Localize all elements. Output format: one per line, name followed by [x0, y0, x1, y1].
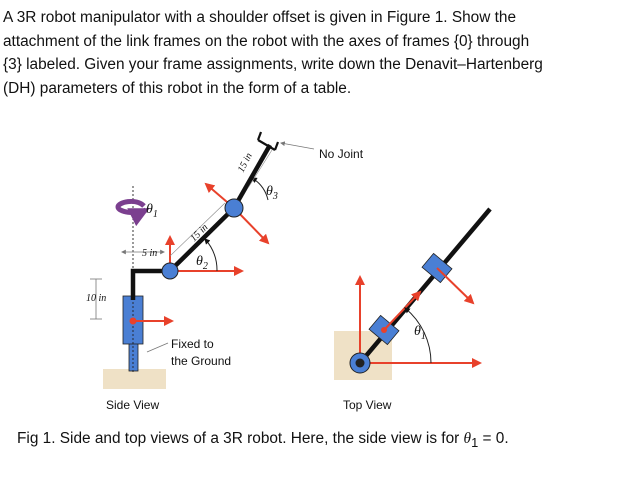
problem-statement: A 3R robot manipulator with a shoulder o… — [3, 6, 615, 100]
dim-link2-line — [169, 202, 226, 257]
side-view: θ1 θ2 θ3 10 in 5 in 15 in 15 in No Joint… — [86, 131, 364, 412]
link3 — [232, 143, 272, 210]
side-ground — [103, 369, 166, 389]
problem-line-4: (DH) parameters of this robot in the for… — [3, 79, 352, 97]
theta3-arc — [250, 177, 269, 201]
fixed-leader — [146, 342, 169, 353]
top-joint3-arrow — [436, 267, 475, 305]
top-joint2-arrow — [383, 290, 422, 331]
joint1-dot — [129, 317, 137, 325]
fixed-label-1: Fixed to — [171, 337, 214, 351]
dim-base-label: 10 in — [86, 293, 106, 304]
top-theta1-arc — [404, 307, 432, 364]
theta1-rotation-icon — [115, 198, 150, 227]
gripper — [256, 131, 280, 151]
dim-link3-label: 15 in — [236, 151, 255, 174]
theta2-label: θ2 — [196, 254, 208, 272]
link2 — [168, 206, 236, 273]
theta1-label: θ1 — [146, 202, 158, 220]
figure-caption: Fig 1. Side and top views of a 3R robot.… — [17, 430, 509, 451]
top-theta1-label: θ1 — [414, 324, 426, 342]
joint2 — [161, 262, 179, 280]
no-joint-leader — [280, 141, 315, 150]
side-view-label: Side View — [106, 398, 159, 412]
top-view: θ1 Top View — [334, 207, 492, 412]
problem-line-3: {3} labeled. Given your frame assignment… — [3, 56, 543, 73]
dim-link3-line — [247, 149, 273, 189]
fixed-label-2: the Ground — [171, 354, 231, 368]
link1 — [130, 268, 170, 300]
no-joint-label: No Joint — [319, 147, 364, 161]
problem-line-1: A 3R robot manipulator with a shoulder o… — [3, 9, 517, 26]
theta2-arc — [204, 238, 218, 272]
top-joint2-dot — [381, 327, 387, 333]
side-base-post — [128, 342, 139, 372]
problem-line-2: attachment of the link frames on the rob… — [3, 32, 530, 50]
top-base-joint-center — [355, 358, 365, 368]
top-view-label: Top View — [343, 398, 392, 412]
dim-offset-label: 5 in — [142, 248, 157, 259]
joint3 — [224, 198, 244, 218]
theta3-label: θ3 — [266, 184, 278, 202]
